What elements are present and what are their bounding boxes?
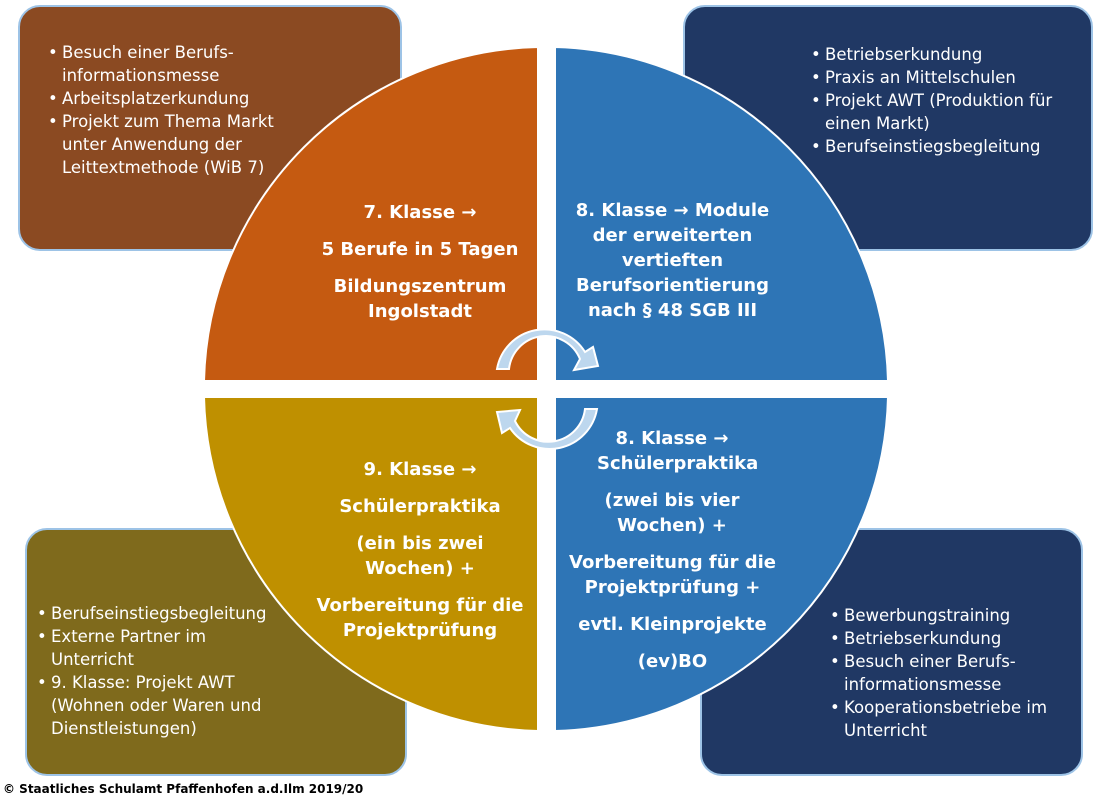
text-line: (zwei bis vier Wochen) +	[604, 490, 740, 536]
quadrant-text-8-praktika: 8. Klasse → Schülerpraktika (zwei bis vi…	[565, 426, 780, 674]
list-item: Bewerbungstraining	[830, 604, 1071, 627]
list-item: Kooperationsbetriebe im Unterricht	[830, 696, 1071, 742]
text-line: 7. Klasse →	[363, 202, 477, 223]
text-line: Bildungszentrum Ingolstadt	[333, 276, 507, 322]
box-bottom-left: BerufseinstiegsbegleitungExterne Partner…	[25, 528, 407, 776]
quadrant-top-left	[202, 45, 539, 382]
text-line: (ev)BO	[637, 651, 708, 672]
list-item: Betriebserkundung	[811, 43, 1081, 66]
text-line: Vorbereitung für die Projektprüfung +	[569, 552, 776, 598]
quadrant-bottom-left	[202, 396, 539, 733]
list-item: Berufseinstiegsbegleitung	[37, 602, 395, 625]
list-item: Betriebserkundung	[830, 627, 1071, 650]
list-item: Externe Partner im Unterricht	[37, 625, 231, 671]
text-line: (ein bis zwei Wochen) +	[356, 533, 484, 579]
text-line: Schülerpraktika	[339, 496, 501, 517]
list-item: Praxis an Mittelschulen	[811, 66, 1081, 89]
text-line: evtl. Kleinprojekte	[578, 614, 767, 635]
text-line: Vorbereitung für die Projektprüfung	[316, 595, 524, 641]
list-item: Berufseinstiegsbegleitung	[811, 135, 1081, 158]
cycle-arrow-bottom-icon	[495, 408, 599, 450]
copyright-footer: © Staatliches Schulamt Pfaffenhofen a.d.…	[3, 782, 364, 796]
text-line: 5 Berufe in 5 Tagen	[321, 239, 519, 260]
text-line: 8. Klasse → Schülerpraktika	[597, 428, 759, 474]
list-item: Arbeitsplatzerkundung	[48, 87, 390, 110]
list-item: Besuch einer Berufs-informationsmesse	[830, 650, 1044, 696]
quadrant-text-7: 7. Klasse → 5 Berufe in 5 Tagen Bildungs…	[300, 200, 540, 324]
cycle-arrow-top-icon	[495, 328, 600, 372]
text-line: 8. Klasse → Module der erweiterten verti…	[575, 200, 770, 321]
quadrant-top-right	[554, 45, 890, 382]
list-item: Projekt AWT (Produktion für einen Markt)	[811, 89, 1055, 135]
list-item: Besuch einer Berufs-informationsmesse	[48, 41, 390, 87]
list-item: 9. Klasse: Projekt AWT (Wohnen oder Ware…	[37, 671, 296, 740]
list-item: Projekt zum Thema Markt unter Anwendung …	[48, 110, 292, 179]
quadrant-text-8-modules: 8. Klasse → Module der erweiterten verti…	[565, 198, 780, 323]
quadrant-bottom-right	[554, 396, 890, 733]
text-line: 9. Klasse →	[363, 459, 477, 480]
quadrant-text-9: 9. Klasse → Schülerpraktika (ein bis zwe…	[310, 457, 530, 643]
